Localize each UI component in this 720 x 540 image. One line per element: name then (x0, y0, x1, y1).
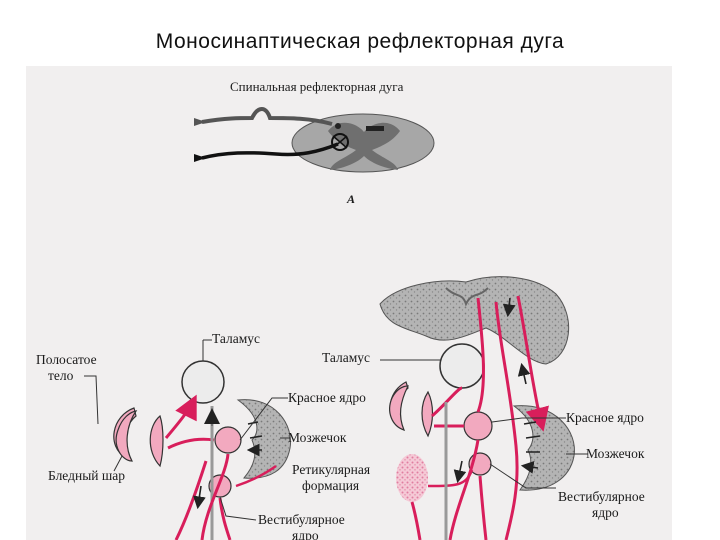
left-vestibular-label-line2: ядро (292, 528, 319, 540)
cerebellum-shape-right (512, 405, 575, 491)
right-red-nucleus-label: Красное ядро (566, 410, 644, 425)
thalamus-nucleus-right (439, 343, 485, 389)
left-globus-pallidus-label: Бледный шар (48, 468, 126, 483)
right-vestibular-label-line1: Вестибулярное (558, 489, 645, 504)
reticular-formation (396, 454, 428, 502)
slide-title: Моносинаптическая рефлекторная дуга (155, 30, 565, 53)
red-nucleus (214, 426, 242, 454)
diagram-drawing (84, 107, 588, 540)
panel-a-letter: A (347, 192, 356, 206)
red-nucleus-right (463, 411, 493, 441)
panel-a-caption: Спинальная рефлекторная дуга (230, 79, 404, 94)
left-striatum-label-line2: тело (48, 368, 74, 383)
right-cerebellum-label: Мозжечок (586, 446, 645, 461)
left-reticular-label-line1: Ретикулярная (292, 462, 371, 477)
left-thalamus-label: Таламус (212, 331, 261, 346)
left-pathway-panel (84, 339, 292, 540)
reflex-arc-figure: Спинальная рефлекторная дуга A Таламус П… (26, 66, 672, 540)
left-red-nucleus-label: Красное ядро (288, 390, 366, 405)
left-reticular-label-line2: формация (302, 478, 360, 493)
cerebellum-shape (236, 399, 292, 479)
right-vestibular-label-line2: ядро (592, 505, 619, 520)
cortex-shape (379, 276, 570, 365)
left-striatum-label-line1: Полосатое (36, 352, 97, 367)
globus-pallidus-shape (149, 414, 164, 468)
dorsal-root (201, 107, 333, 126)
ventral-root (201, 142, 339, 160)
left-cerebellum-label: Мозжечок (288, 430, 347, 445)
right-thalamus-label: Таламус (322, 350, 371, 365)
left-vestibular-label-line1: Вестибулярное (258, 512, 345, 527)
spinal-cord-section (291, 113, 435, 173)
thalamus-nucleus (181, 360, 225, 404)
right-pathway-panel (379, 276, 588, 540)
